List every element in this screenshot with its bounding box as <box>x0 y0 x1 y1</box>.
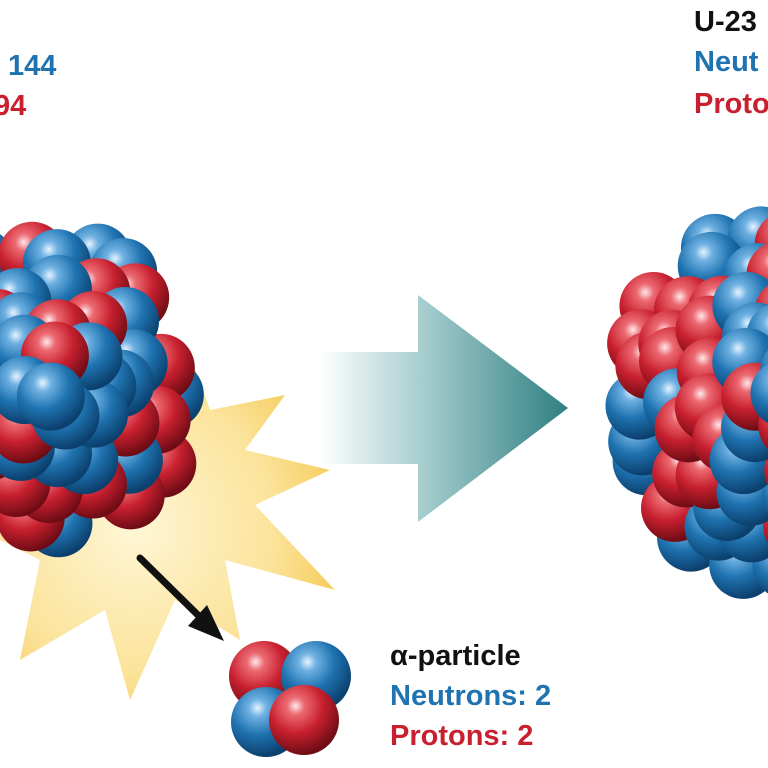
parent-nucleus <box>0 221 204 558</box>
proton-ball <box>269 685 339 755</box>
alpha-protons-label: Protons: 2 <box>390 720 534 752</box>
right-arrow-icon <box>320 295 568 522</box>
daughter-name-label: U-23 <box>694 6 757 38</box>
alpha-name-label: α-particle <box>390 640 521 672</box>
daughter-nucleus <box>605 206 768 599</box>
parent-neutrons-label: 144 <box>8 50 57 82</box>
alpha-particle <box>229 641 351 757</box>
parent-protons-label: 94 <box>0 90 27 122</box>
neutron-ball <box>16 362 85 431</box>
daughter-protons-label: Proto <box>694 88 768 120</box>
down-right-arrow-icon <box>136 554 224 641</box>
alpha-neutrons-label: Neutrons: 2 <box>390 680 552 712</box>
neutron-ball <box>750 363 768 424</box>
daughter-neutrons-label: Neut <box>694 46 759 78</box>
proton-ball <box>764 455 768 487</box>
